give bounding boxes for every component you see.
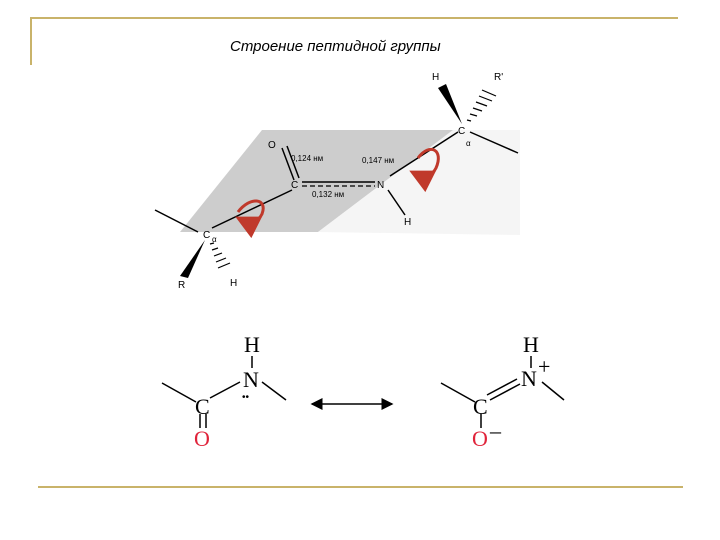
frame-bottom-line: [38, 486, 683, 488]
res-left-lone-pair: ••: [242, 392, 250, 403]
bond-ca-left-out: [154, 209, 199, 233]
atom-h-right: H: [432, 72, 439, 83]
frame-top-line: [30, 17, 678, 19]
res-left-o: O: [194, 426, 210, 451]
res-left-bond-c-n: [209, 381, 241, 399]
res-left-bond-n-r: [261, 381, 287, 401]
bond-c-ca-left: [211, 189, 293, 229]
hash-r-right: [466, 89, 497, 122]
rotation-arrow-left: [235, 199, 265, 239]
atom-ca-left: C: [203, 230, 210, 241]
res-right-plus: +: [538, 354, 550, 379]
res-left-c: C: [195, 394, 210, 419]
res-right-n: N: [521, 366, 537, 391]
page-title: Строение пептидной группы: [230, 38, 441, 55]
alpha-left: α: [212, 235, 217, 244]
peptide-plane: [180, 130, 453, 232]
bond-ca-right-out: [469, 131, 519, 154]
res-left-h: H: [244, 332, 260, 357]
res-right-h: H: [523, 332, 539, 357]
atom-c-plane: C: [291, 180, 298, 191]
hash-h-left: [209, 242, 231, 269]
frame-left-line: [30, 17, 32, 65]
res-left-bond-ch3: [161, 382, 197, 403]
bond-n-ca-right: [389, 131, 459, 177]
bond-length-nca: 0,147 нм: [362, 156, 394, 165]
atom-h-left: H: [230, 278, 237, 289]
atom-o-plane: O: [268, 140, 276, 151]
res-right-c: C: [473, 394, 488, 419]
res-right-bond-c-n-b: [489, 383, 521, 401]
bond-c-o: [281, 147, 295, 181]
res-right-minus: –: [489, 418, 502, 443]
wedge-r-left: [180, 240, 205, 278]
atom-ca-right: C: [458, 126, 465, 137]
res-right-bond-c-n-a: [486, 378, 518, 396]
res-right-bond-n-r: [541, 381, 565, 401]
res-left-n: N: [243, 367, 259, 392]
bond-length-cn: 0,132 нм: [312, 190, 344, 199]
bond-length-co: 0,124 нм: [291, 154, 323, 163]
res-right-bond-ch3: [440, 382, 476, 403]
rotation-arrow-right: [409, 147, 440, 193]
bond-c-o-double: [286, 145, 300, 179]
alpha-right: α: [466, 139, 471, 148]
res-right-o: O: [472, 426, 488, 451]
atom-r-right: R': [494, 72, 503, 83]
bond-n-h: [387, 189, 406, 216]
atom-r-left: R: [178, 280, 185, 291]
wedge-h-right: [438, 84, 462, 124]
atom-h-n-plane: H: [404, 217, 411, 228]
atom-n-plane: N: [377, 180, 384, 191]
